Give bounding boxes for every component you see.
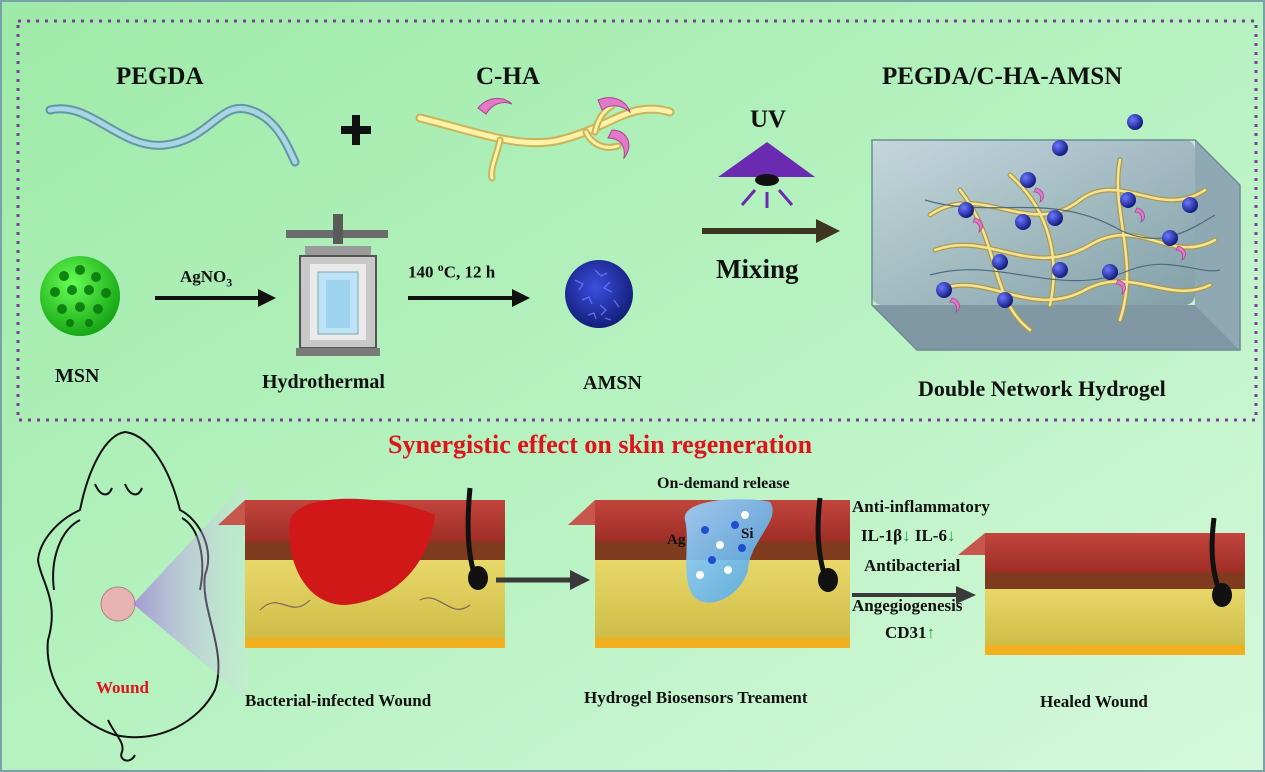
healed-label: Healed Wound (1040, 692, 1148, 711)
uv-label: UV (750, 106, 787, 133)
wound-label: Wound (96, 678, 149, 697)
treatment-label: Hydrogel Biosensors Treament (584, 688, 808, 707)
cytokine-row: IL-1β↓ IL-6↓ (861, 526, 956, 545)
si-label: Si (741, 526, 754, 542)
infected-label: Bacterial-infected Wound (245, 691, 432, 710)
c-ha-label: C-HA (476, 63, 540, 90)
anti-inflammatory-label: Anti-inflammatory (852, 497, 990, 516)
product-label: PEGDA/C-HA-AMSN (882, 63, 1123, 90)
down-arrow-icon: ↓ (946, 526, 956, 545)
mixing-label: Mixing (716, 254, 799, 284)
uv-lamp-icon (718, 142, 815, 208)
skin-healed (958, 517, 1245, 655)
msn-particle (40, 256, 120, 336)
reagent-label: AgNO3 (180, 267, 233, 290)
cd31-row: CD31↑ (885, 623, 936, 642)
amsn-particle (565, 260, 633, 328)
zoom-cone (133, 480, 248, 700)
headline: Synergistic effect on skin regeneration (388, 430, 813, 459)
ag-label: Ag (667, 532, 686, 548)
angiogenesis-label: Angegiogenesis (852, 596, 963, 615)
antibacterial-label: Antibacterial (864, 556, 961, 575)
hydrogel-label: Double Network Hydrogel (918, 376, 1166, 401)
msn-label: MSN (55, 365, 100, 387)
release-label: On-demand release (657, 475, 790, 492)
up-arrow-icon: ↑ (926, 623, 936, 642)
wound-site (100, 586, 136, 622)
reaction-conditions-label: 140 oC, 12 h (408, 260, 496, 282)
hydrothermal-label: Hydrothermal (262, 371, 385, 393)
skin-infected (218, 487, 505, 648)
skin-treatment (568, 497, 850, 648)
c-ha-strand (415, 97, 675, 182)
autoclave-icon (286, 214, 388, 356)
down-arrow-icon: ↓ (902, 526, 911, 545)
hydrogel-block (871, 114, 1241, 351)
amsn-label: AMSN (583, 372, 642, 394)
pegda-label: PEGDA (116, 63, 204, 90)
